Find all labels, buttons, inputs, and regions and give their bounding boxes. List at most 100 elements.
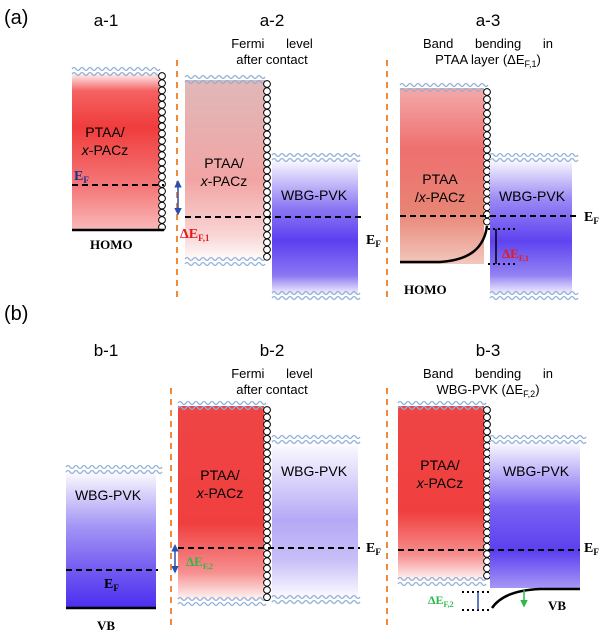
wave-border-line [65,469,163,475]
wave-border-line [271,594,361,600]
interface-molecule-circle [263,506,271,515]
wave-border-line [184,74,266,80]
b3-ef-label: EF [584,541,599,557]
a3-pvk-wave-bottom [489,290,579,301]
wave-border-line [397,581,487,587]
interface-molecule-circle [263,152,271,160]
wave-border-line [397,400,487,406]
interface-molecule-circle [483,514,491,522]
interface-molecule-circle [158,93,166,102]
interface-molecule-circle [263,478,271,486]
interface-molecule-circle [263,557,271,566]
b2-ef-label: EF [366,541,381,557]
wave-border-line [177,601,267,607]
b3-vb-bend-curve [490,587,580,609]
interface-molecule-circle [263,442,271,450]
interface-molecule-circle [483,174,491,183]
interface-molecule-circle [158,144,166,152]
a3-interface-circles [483,88,491,226]
interface-molecule-circle [263,449,271,458]
wave-border-line [177,596,267,602]
a2-pvk-block [272,158,358,296]
interface-molecule-circle [263,216,271,225]
interface-molecule-circle [263,245,271,254]
b1-pvk-label: WBG-PVK [75,487,142,503]
wave-border-line [397,576,487,582]
b3-layer-label: PTAA/ [420,457,460,473]
interface-molecule-circle [483,470,491,479]
interface-molecule-circle [483,88,491,96]
interface-molecule-circle [158,86,166,95]
wave-border-line [399,87,489,93]
b2-interface-circles [263,406,271,602]
interface-molecule-circle [263,542,271,551]
interface-molecule-circle [158,194,166,203]
wave-border-line [71,66,161,72]
b2-layer-label-2: x-PACz [196,485,243,501]
interface-molecule-circle [263,137,271,146]
interface-molecule-circle [263,593,271,602]
a3-ef-label: EF [584,210,599,226]
interface-molecule-circle [263,130,271,139]
interface-molecule-circle [263,159,271,168]
wave-border-line [489,290,579,296]
interface-molecule-circle [263,101,271,110]
interface-molecule-circle [263,202,271,211]
a3-layer-label-2: /x-PACz [415,189,465,205]
a2-delta-label: ΔEF,1 [180,227,210,243]
interface-molecule-circle [483,571,491,580]
a3-ptaa-block [400,88,484,264]
interface-molecule-circle [263,195,271,204]
a3-wave-top [399,82,489,93]
b3-pvk-block [490,440,580,588]
interface-molecule-circle [263,238,271,247]
interface-molecule-circle [158,165,166,174]
a2-ef-label: EF [366,233,381,249]
a2-pvk-wave-top [271,152,361,163]
interface-molecule-circle [263,209,271,218]
a1-layer-label-2: x-PACz [81,142,128,158]
interface-molecule-circle [263,427,271,436]
interface-molecule-circle [263,571,271,580]
interface-molecule-circle [483,95,491,104]
interface-molecule-circle [263,463,271,472]
a2-pvk-label: WBG-PVK [281,187,348,203]
wave-border-line [271,290,361,296]
interface-molecule-circle [158,216,166,224]
wave-border-line [271,439,361,445]
interface-molecule-circle [158,158,166,167]
interface-molecule-circle [483,427,491,436]
interface-molecule-circle [483,521,491,530]
wave-border-line [271,157,361,163]
b3-wave-top [397,400,487,411]
b2-pvk-wave-bottom [271,594,361,605]
interface-molecule-circle [483,181,491,190]
wave-border-line [489,434,587,440]
a1-wave-top [71,66,161,77]
interface-molecule-circle [483,413,491,422]
b2-pvk-block [272,440,358,600]
interface-molecule-circle [263,578,271,587]
interface-molecule-circle [158,108,166,116]
interface-molecule-circle [483,535,491,544]
a3-homo-label: HOMO [404,282,447,297]
interface-molecule-circle [483,528,491,537]
interface-molecule-circle [263,470,271,479]
b3-caption-1: Band bending in [423,366,553,381]
interface-molecule-circle [483,506,491,515]
interface-molecule-circle [483,420,491,429]
interface-molecule-circle [483,138,491,147]
interface-molecule-circle [158,208,166,217]
a2-interface-circles [263,80,271,261]
interface-molecule-circle [483,478,491,486]
wave-border-line [489,439,587,445]
a2-title: a-2 [260,11,285,30]
interface-molecule-circle [263,144,271,153]
interface-molecule-circle [263,456,271,465]
b3-title: b-3 [476,341,501,360]
panel-b-label: (b) [4,303,28,325]
b2-layer-label: PTAA/ [200,467,240,483]
interface-molecule-circle [158,100,166,109]
interface-molecule-circle [483,557,491,566]
interface-molecule-circle [263,188,271,196]
